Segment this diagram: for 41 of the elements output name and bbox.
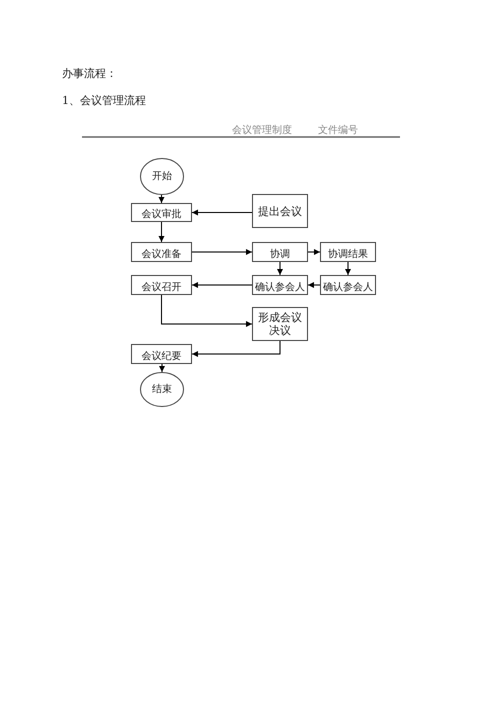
page-heading: 办事流程： — [62, 67, 117, 80]
node-label: 会议审批 — [142, 209, 182, 221]
header-text: 文件编号 — [318, 124, 358, 137]
arrow — [345, 262, 351, 276]
process-box — [252, 242, 308, 262]
arrow — [192, 210, 252, 216]
node-label: 会议召开 — [142, 282, 182, 294]
node-label: 结束 — [152, 384, 172, 396]
process-box — [131, 203, 192, 222]
terminal-oval — [140, 372, 184, 407]
arrow — [192, 340, 280, 357]
arrow — [161, 294, 252, 327]
node-label: 确认参会人 — [323, 282, 373, 294]
arrow — [192, 282, 252, 288]
arrow — [277, 262, 283, 276]
node-label: 会议纪要 — [142, 351, 182, 363]
process-box — [131, 344, 192, 364]
arrow — [308, 249, 320, 255]
arrow — [192, 249, 252, 255]
arrow — [308, 282, 320, 288]
node-label: 开始 — [152, 170, 172, 182]
process-box — [131, 242, 192, 262]
header-text: 会议管理制度 — [232, 124, 292, 137]
node-label: 确认参会人 — [255, 282, 305, 294]
process-box — [320, 275, 376, 295]
node-label: 协调 — [270, 249, 290, 261]
node-label: 提出会议 — [258, 204, 302, 218]
process-box — [252, 307, 308, 341]
list-number: 1、 — [62, 94, 80, 107]
node-label: 形成会议决议 — [257, 311, 303, 337]
process-box — [320, 242, 376, 262]
section-heading: 会议管理流程 — [80, 94, 146, 107]
arrow — [159, 364, 165, 372]
process-box — [131, 275, 192, 295]
arrow — [158, 194, 164, 204]
node-label: 会议准备 — [142, 249, 182, 261]
node-label: 协调结果 — [328, 249, 368, 261]
terminal-oval — [140, 158, 184, 195]
arrow — [158, 222, 164, 242]
process-box — [252, 275, 308, 295]
process-box — [252, 194, 308, 228]
